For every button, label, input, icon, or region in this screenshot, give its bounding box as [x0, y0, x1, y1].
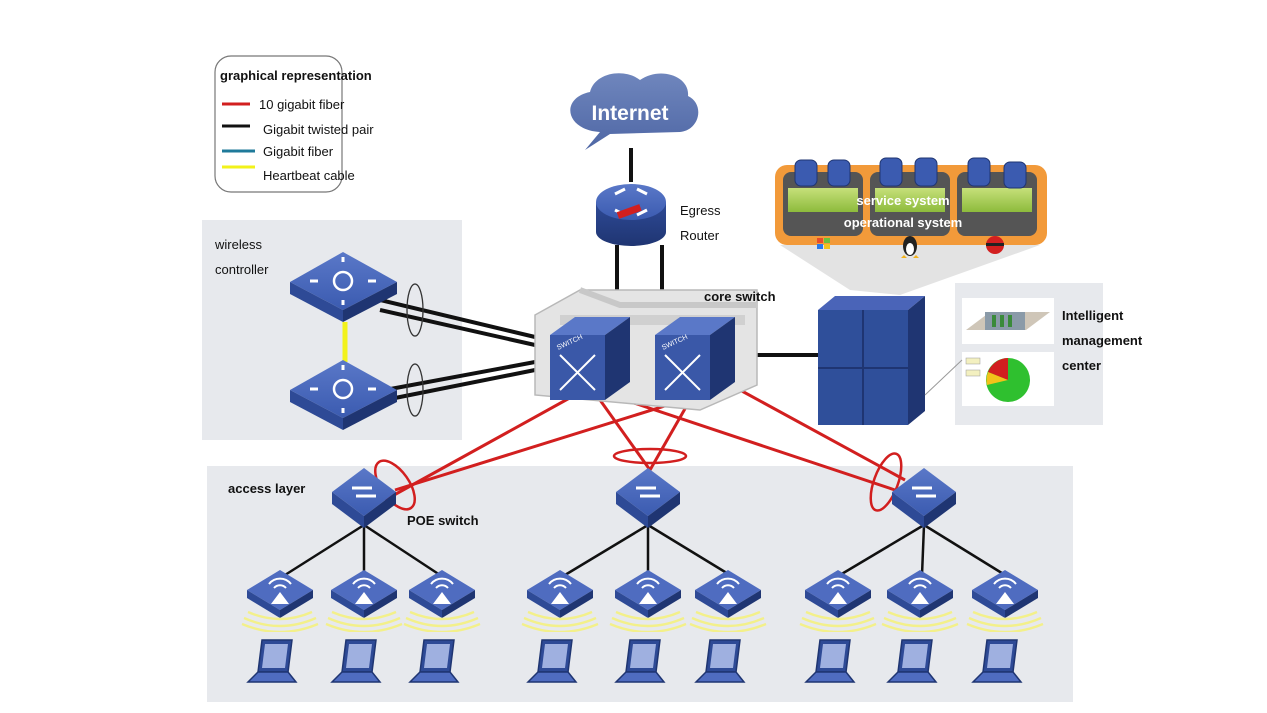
legend-label-10g-fiber: 10 gigabit fiber [259, 97, 345, 112]
poe-switch [892, 468, 956, 528]
poe-switch [616, 468, 680, 528]
laptop-icon [694, 639, 746, 683]
twisted-pair-links [379, 148, 818, 402]
wireless-controller-bottom [290, 360, 397, 430]
link-aggregation-ring [406, 363, 424, 417]
router-label-line2: Router [680, 228, 720, 243]
service-system-line2: operational system [844, 215, 963, 230]
access-point [805, 570, 871, 618]
access-point [887, 570, 953, 618]
laptop-icon [330, 639, 382, 683]
legend-box [214, 55, 343, 193]
internet-cloud: Internet [570, 73, 699, 150]
laptop-icon [526, 639, 578, 683]
link-aggregation-ring [406, 283, 424, 337]
fiber-10g-links [384, 353, 906, 502]
router-label-line1: Egress [680, 203, 721, 218]
internet-label: Internet [591, 102, 668, 125]
laptop-icon [614, 639, 666, 683]
core-switch-unit: SWITCH [550, 317, 630, 400]
management-link [924, 359, 963, 396]
link-aggregation-ring [869, 452, 903, 512]
poe-switch-label: POE switch [407, 513, 479, 528]
access-point [695, 570, 761, 618]
windows-icon [817, 238, 830, 249]
access-point [331, 570, 397, 618]
legend-label-heartbeat: Heartbeat cable [263, 168, 355, 183]
laptop-icon [246, 639, 298, 683]
management-label-line3: center [1062, 358, 1101, 373]
access-point [409, 570, 475, 618]
service-system-panel: service system operational system [775, 157, 1047, 295]
wireless-controller-top [290, 252, 397, 322]
core-switch-label: core switch [704, 289, 776, 304]
ap-links [284, 523, 1006, 577]
legend-label-gigabit-fiber: Gigabit fiber [263, 144, 334, 159]
access-layer-label: access layer [228, 481, 305, 496]
access-point [527, 570, 593, 618]
laptop-icon [886, 639, 938, 683]
linux-icon [901, 236, 919, 258]
laptop-icon [971, 639, 1023, 683]
legend-label-twisted-pair: Gigabit twisted pair [263, 122, 374, 137]
redhat-icon [986, 236, 1004, 254]
core-switch-unit: SWITCH [655, 317, 735, 400]
laptop-icon [408, 639, 460, 683]
service-system-line1: service system [856, 193, 949, 208]
management-label-line2: management [1062, 333, 1143, 348]
access-point [615, 570, 681, 618]
link-aggregation-ring [612, 447, 688, 465]
wireless-label-line1: wireless [214, 237, 262, 252]
legend-title: graphical representation [220, 68, 372, 83]
egress-router [596, 184, 666, 246]
management-label-line1: Intelligent [1062, 308, 1124, 323]
server-rack [818, 296, 925, 425]
laptop-icon [804, 639, 856, 683]
poe-switch [332, 468, 396, 528]
wireless-label-line2: controller [215, 262, 269, 277]
access-point [247, 570, 313, 618]
legend: graphical representation 10 gigabit fibe… [214, 55, 374, 193]
management-screen-chart [962, 352, 1054, 406]
management-screen-room [962, 298, 1054, 344]
access-point-row [240, 570, 1045, 683]
access-point [972, 570, 1038, 618]
